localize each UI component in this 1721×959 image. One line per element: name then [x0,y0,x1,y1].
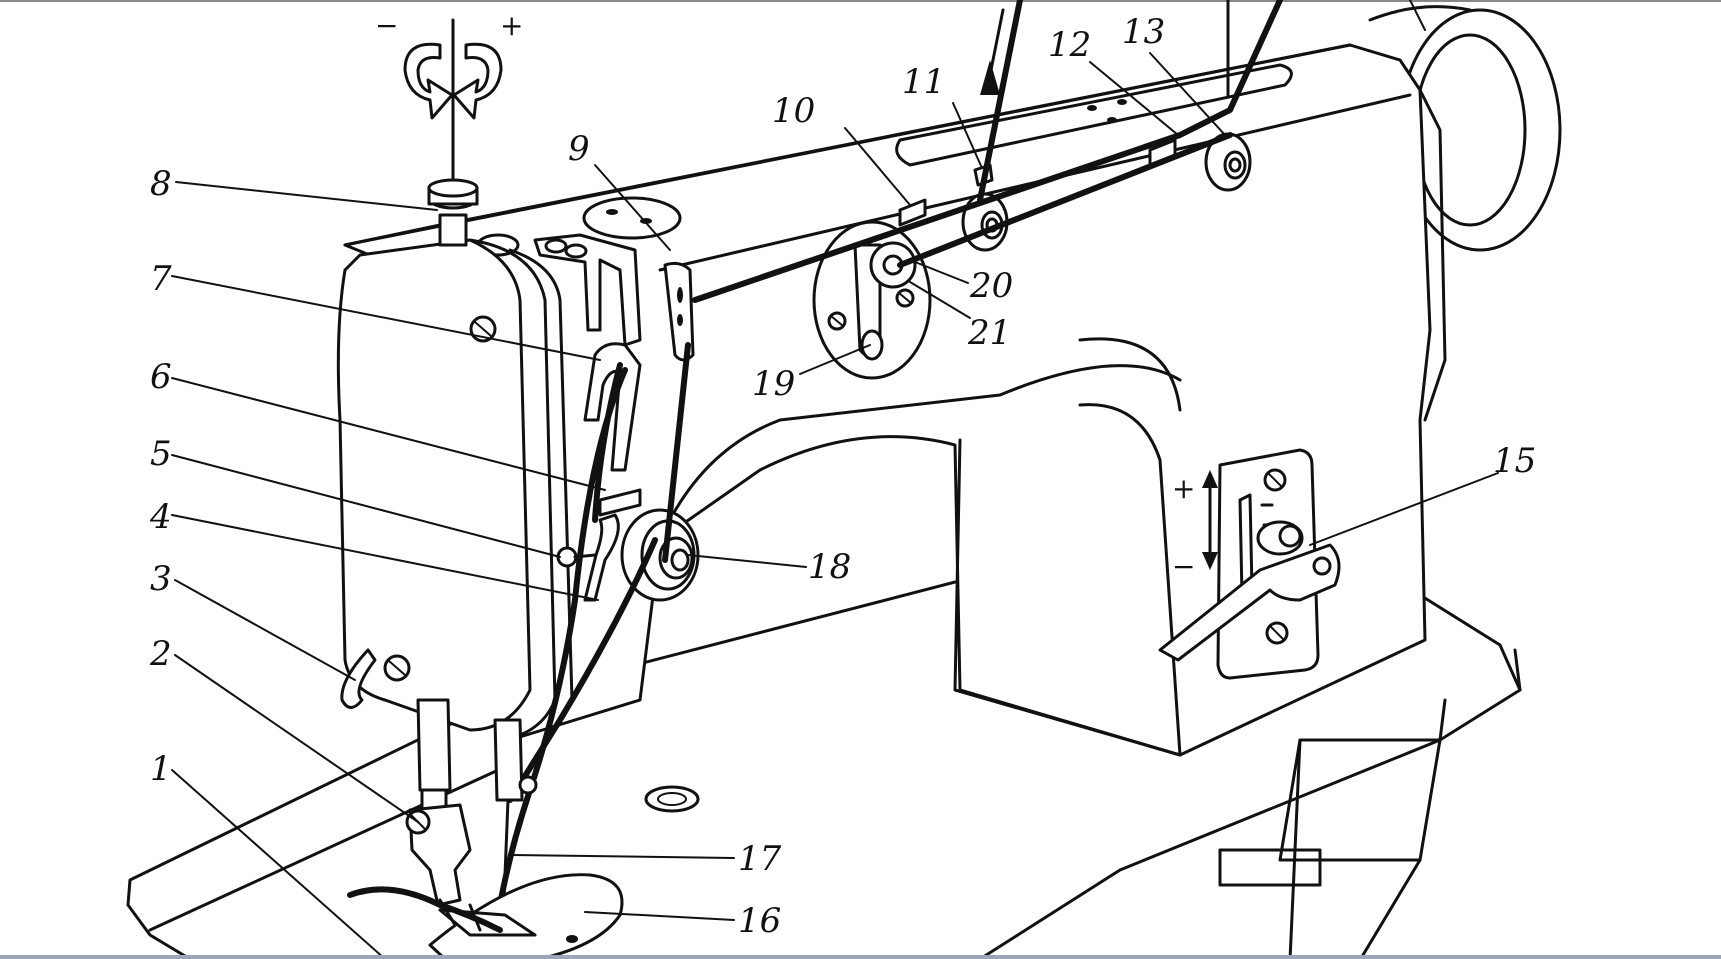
label-17: 17 [738,839,782,879]
label-13: 13 [1122,12,1165,52]
upper-thread [497,0,1283,908]
side-minus-sign: − [1172,550,1195,583]
stitch-length-regulator [1158,448,1341,680]
label-6: 6 [150,357,172,397]
label-4: 4 [149,497,172,537]
label-8: 8 [150,164,172,204]
label-2: 2 [149,634,172,674]
rotation-arrows-icon [403,42,503,120]
label-3: 3 [150,559,172,599]
label-11: 11 [902,62,945,102]
pressure-regulator-screw [427,18,479,247]
top-minus-sign: − [375,9,398,42]
part-labels: 8 7 6 5 4 3 2 1 9 10 11 12 13 15 16 17 1… [149,9,1536,941]
label-16: 16 [738,901,781,941]
label-10: 10 [772,91,815,131]
label-9: 9 [568,129,590,169]
label-21: 21 [967,313,1011,353]
face-plate [336,238,574,737]
label-19: 19 [752,364,795,404]
label-20: 20 [969,266,1013,306]
oil-cap [582,196,682,240]
leader-lines [171,0,1499,959]
top-plus-sign: + [500,9,523,42]
presser-foot-area [340,648,624,959]
window-bottom-edge [0,955,1721,959]
label-12: 12 [1048,25,1091,65]
label-15: 15 [1493,441,1536,481]
window-top-edge [0,0,1721,2]
side-plus-sign: + [1172,472,1195,505]
label-1: 1 [150,749,172,789]
machine-body [343,43,1447,757]
label-18: 18 [808,547,851,587]
label-5: 5 [150,434,172,474]
label-7: 7 [150,259,172,299]
bed-hole [644,785,700,813]
